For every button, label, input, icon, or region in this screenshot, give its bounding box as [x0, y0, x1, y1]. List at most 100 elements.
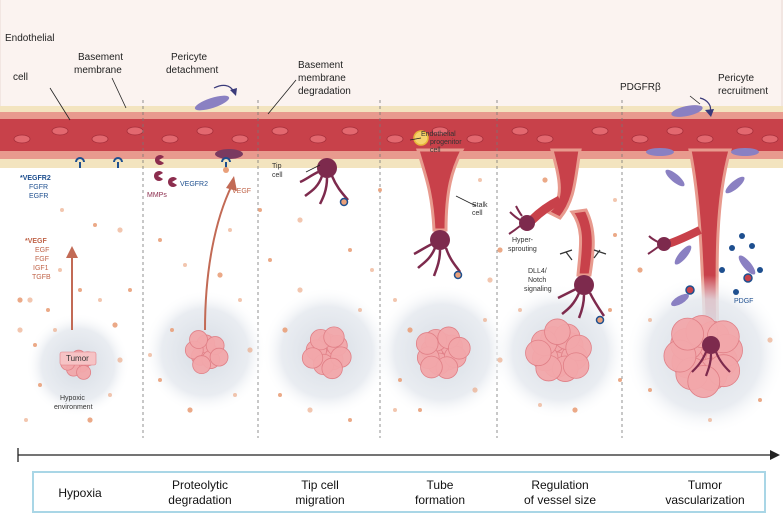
growth-factor-dot — [93, 223, 97, 227]
growth-factor-dot — [348, 248, 352, 252]
growth-factor-dot — [648, 388, 652, 392]
growth-factor-dot — [297, 217, 303, 223]
growth-factor-dot — [637, 267, 643, 273]
label-receptor-vegfr2: *VEGFR2 — [20, 175, 51, 182]
growth-factor-dot — [378, 188, 382, 192]
growth-factor-dot — [128, 288, 132, 292]
growth-factor-dot — [60, 208, 64, 212]
stage-label: migration — [295, 493, 344, 507]
label-endothelial-cell: Endothelial — [5, 33, 54, 44]
growth-factor-dot — [78, 288, 82, 292]
label-pericyte-detachment: Pericyte — [171, 52, 208, 63]
growth-factor-dot — [228, 228, 232, 232]
growth-factor-dot — [407, 327, 413, 333]
label-hypoxic: Hypoxic — [60, 395, 85, 402]
label-progenitor-2: progenitor — [430, 139, 462, 146]
growth-factor-dot — [613, 198, 617, 202]
label-mmps: MMPs — [147, 192, 167, 199]
label-gf-igf1: IGF1 — [33, 265, 49, 272]
vegf-signal-arrow — [204, 184, 233, 331]
red-blood-cell — [591, 126, 609, 136]
stage-label: Hypoxia — [58, 486, 102, 500]
stage-label: Tumor — [688, 478, 722, 492]
regulated-sprout — [545, 148, 582, 220]
inhibition-mark — [559, 249, 573, 261]
stage-label: of vessel size — [524, 493, 596, 507]
tumor-mass — [301, 326, 352, 380]
label-pericyte-detachment-2: detachment — [166, 65, 218, 76]
red-blood-cell — [341, 126, 359, 136]
receptors — [75, 157, 231, 173]
growth-factor-dot — [268, 258, 272, 262]
inhibition-mark — [593, 249, 607, 259]
red-blood-cell — [736, 126, 754, 136]
red-blood-cell — [631, 134, 649, 144]
growth-factor-dot — [17, 297, 23, 303]
growth-factor-dot — [27, 297, 33, 303]
stage-label: Tip cell — [301, 478, 339, 492]
growth-factor-dot — [648, 318, 652, 322]
growth-factor-dot — [608, 308, 612, 312]
tip-cell-regulated — [557, 275, 606, 325]
stage-label: formation — [415, 493, 465, 507]
growth-factor-dot — [572, 407, 578, 413]
red-blood-cell — [196, 126, 214, 136]
label-bm-degradation-3: degradation — [298, 86, 351, 97]
tumor-mass — [415, 326, 471, 379]
stage-label: Tube — [427, 478, 454, 492]
mmp-molecule — [154, 171, 163, 182]
tip-cell-tube — [413, 230, 463, 280]
label-gf-egf: EGF — [35, 247, 49, 254]
mmp-molecule — [155, 155, 164, 165]
label-stalk-cell-2: cell — [472, 210, 483, 217]
tumor-mass — [663, 315, 743, 398]
growth-factor-dot — [518, 308, 522, 312]
pericyte-wrapping — [646, 148, 674, 156]
growth-factor-dot — [217, 272, 223, 278]
growth-factor-dot — [187, 407, 193, 413]
pericyte-free — [738, 255, 756, 275]
red-blood-cell — [536, 134, 554, 144]
growth-factor-dot — [233, 393, 237, 397]
growth-factor-dot — [282, 327, 288, 333]
growth-factor-dot — [108, 393, 112, 397]
red-blood-cell — [309, 134, 327, 144]
label-vegfr2: VEGFR2 — [180, 181, 208, 188]
growth-factor-dot — [348, 418, 352, 422]
growth-factor-dot — [398, 378, 402, 382]
growth-factor-dot — [418, 408, 422, 412]
label-gf-vegf: *VEGF — [25, 238, 48, 245]
timeline-arrowhead — [770, 450, 780, 460]
red-blood-cell — [511, 126, 529, 136]
receptor-icon — [113, 157, 123, 168]
label-basement-membrane: Basement — [78, 52, 123, 63]
growth-factor-dot — [483, 318, 487, 322]
growth-factor-dot — [708, 418, 712, 422]
growth-factor-dot — [158, 378, 162, 382]
label-bm-degradation-2: membrane — [298, 73, 346, 84]
growth-factor-dot — [358, 308, 362, 312]
growth-factor-dot — [247, 347, 253, 353]
growth-factor-dot — [487, 277, 493, 283]
label-endothelial-cell-2: cell — [13, 72, 28, 83]
growth-factor-dot — [472, 387, 478, 393]
growth-factor-dot — [278, 393, 282, 397]
label-gf-fgf: FGF — [35, 256, 49, 263]
tumors — [59, 315, 743, 398]
pdgf-molecules — [685, 233, 763, 295]
pericyte-free — [671, 293, 689, 307]
label-progenitor: Endothelial — [421, 131, 456, 138]
red-blood-cell — [466, 134, 484, 144]
growth-factor-dot — [53, 328, 57, 332]
pericyte-free — [674, 245, 692, 265]
growth-factor-dot — [87, 417, 93, 423]
tip-cell-tumor — [691, 336, 731, 377]
red-blood-cell — [666, 126, 684, 136]
stage-label: vascularization — [665, 493, 744, 507]
tip-cell-hypersprouting — [508, 205, 535, 235]
growth-factor-dot — [158, 238, 162, 242]
arrows — [66, 84, 714, 331]
